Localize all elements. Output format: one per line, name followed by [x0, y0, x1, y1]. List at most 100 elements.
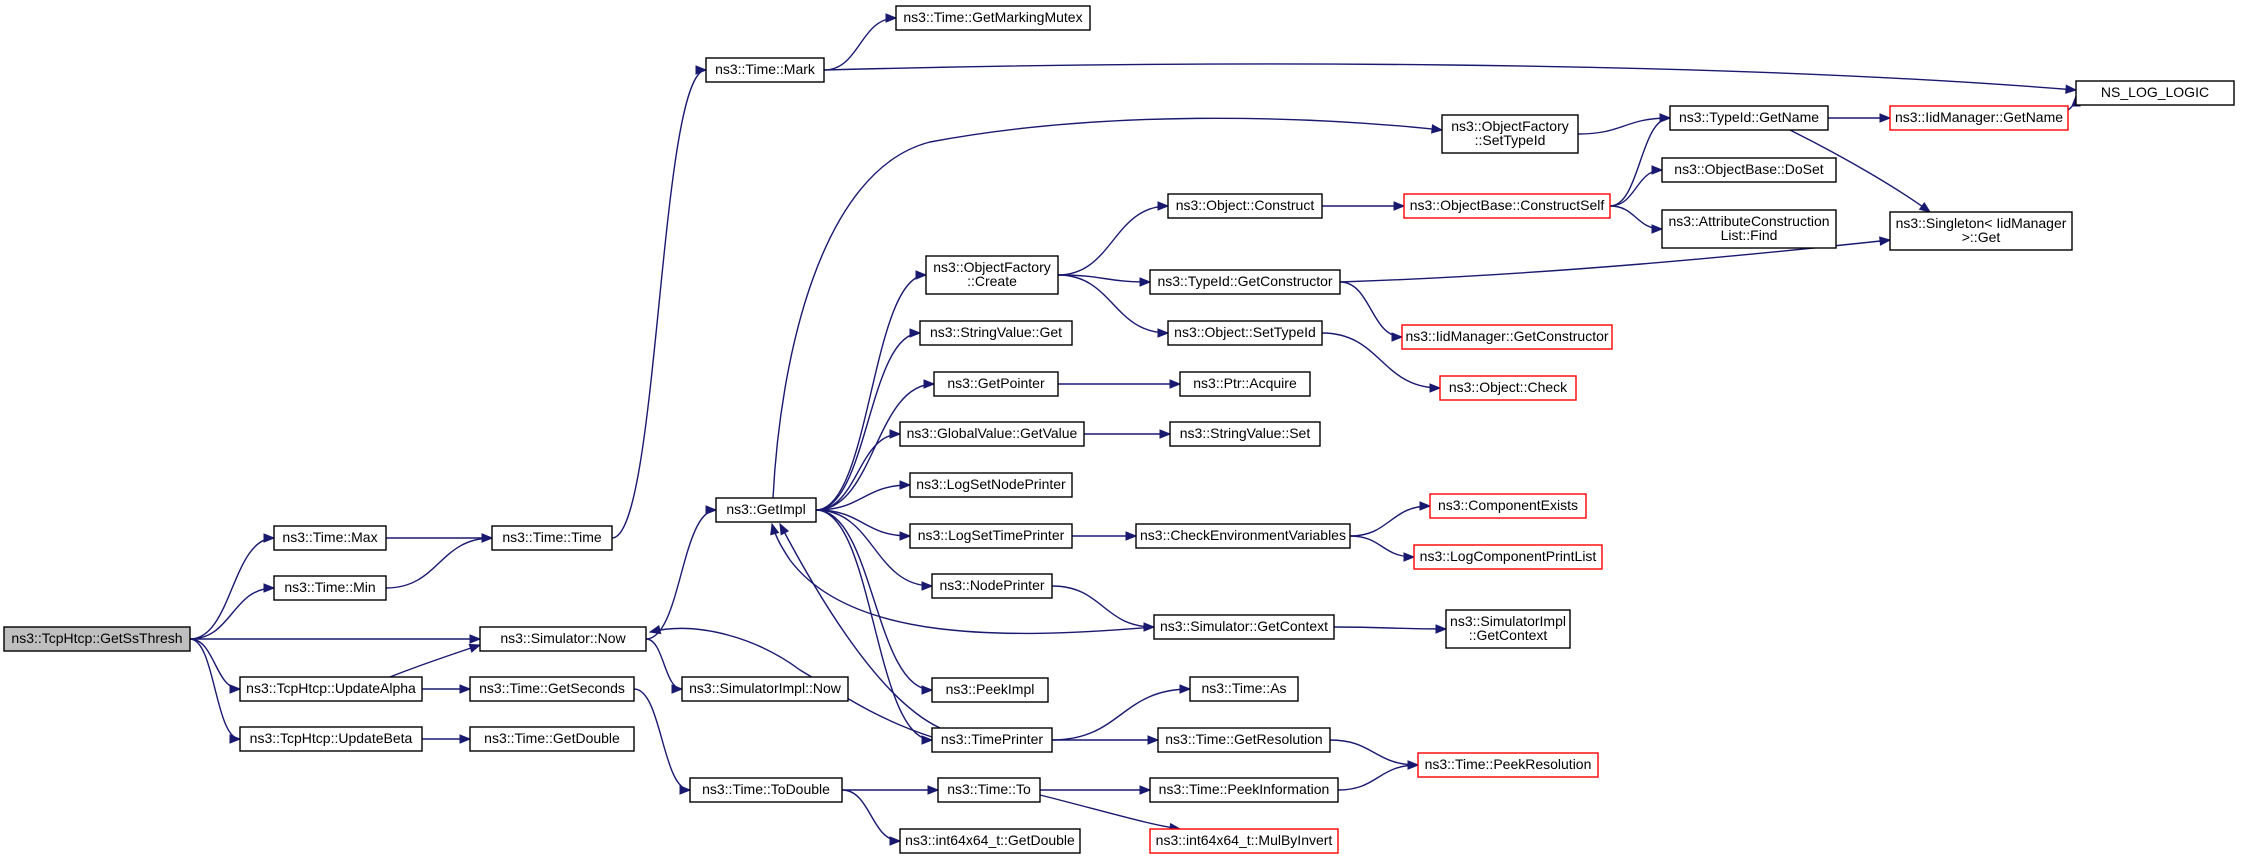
node-n19[interactable]: ns3::GetPointer [933, 371, 1059, 397]
node-n40[interactable]: ns3::Object::Check [1439, 375, 1577, 401]
node-box [3, 626, 191, 652]
node-n2[interactable]: ns3::Time::Min [273, 575, 387, 601]
node-n43[interactable]: ns3::SimulatorImpl::GetContext [1445, 609, 1571, 649]
node-label: ns3::Object::Check [1449, 379, 1568, 395]
node-n33[interactable]: ns3::Time::As [1189, 676, 1299, 702]
node-n23[interactable]: ns3::NodePrinter [931, 573, 1053, 599]
node-label: ::SetTypeId [1475, 132, 1546, 148]
node-label: ns3::NodePrinter [939, 577, 1044, 593]
node-n1[interactable]: ns3::Time::Max [273, 525, 387, 551]
node-n5[interactable]: ns3::TcpHtcp::UpdateBeta [239, 726, 423, 752]
node-label: >::Get [1962, 229, 2001, 245]
node-n6[interactable]: ns3::Time::Time [491, 525, 613, 551]
node-n17[interactable]: ns3::ObjectFactory::Create [925, 255, 1059, 295]
node-n12[interactable]: ns3::GetImpl [715, 497, 817, 523]
node-n35[interactable]: ns3::Time::PeekInformation [1149, 777, 1339, 803]
edge-n20-n30 [1084, 429, 1172, 439]
node-n4[interactable]: ns3::TcpHtcp::UpdateAlpha [239, 676, 423, 702]
node-box [909, 523, 1073, 549]
node-n13[interactable]: ns3::SimulatorImpl::Now [681, 676, 849, 702]
node-n24[interactable]: ns3::PeekImpl [931, 677, 1049, 703]
node-label: ns3::Time::GetMarkingMutex [903, 9, 1082, 25]
node-n34[interactable]: ns3::Time::GetResolution [1157, 727, 1331, 753]
node-box [925, 255, 1059, 295]
edge-n12-n17 [815, 270, 928, 511]
edge-arrowhead [889, 429, 902, 439]
node-n38[interactable]: ns3::ObjectBase::ConstructSelf [1403, 193, 1611, 219]
node-label: ns3::SimulatorImpl [1450, 613, 1566, 629]
node-n30[interactable]: ns3::StringValue::Set [1169, 421, 1321, 447]
edge-arrowhead [1157, 201, 1170, 211]
node-label: ns3::AttributeConstruction [1668, 213, 1829, 229]
node-n28[interactable]: ns3::Object::SetTypeId [1167, 320, 1323, 346]
edge-n25-n3 [648, 624, 933, 738]
node-n11[interactable]: NS_LOG_LOGIC [2075, 80, 2235, 106]
edge-arrowhead [1407, 760, 1420, 770]
edge-arrowhead [921, 685, 934, 695]
node-n29[interactable]: ns3::Ptr::Acquire [1179, 371, 1311, 397]
node-label: ns3::Time::As [1201, 680, 1286, 696]
edge-line [815, 332, 921, 511]
node-n14[interactable]: ns3::Time::ToDouble [689, 777, 843, 803]
edge-arrowhead [1879, 236, 1892, 246]
node-label: ::GetContext [1469, 627, 1548, 643]
node-label: List::Find [1721, 227, 1778, 243]
node-n16[interactable]: ns3::int64x64_t::GetDouble [899, 828, 1081, 854]
edge-arrowhead [705, 505, 718, 515]
node-n25[interactable]: ns3::TimePrinter [931, 727, 1053, 753]
edge-n12-n25 [815, 509, 934, 745]
node-label: ns3::GetImpl [726, 501, 805, 517]
node-n7[interactable]: ns3::Time::GetSeconds [469, 676, 635, 702]
node-n36[interactable]: ns3::int64x64_t::MulByInvert [1149, 828, 1339, 854]
node-n37[interactable]: ns3::ObjectFactory::SetTypeId [1441, 114, 1579, 154]
node-box [273, 575, 387, 601]
node-label: ns3::SimulatorImpl::Now [689, 680, 842, 696]
node-n42[interactable]: ns3::LogComponentPrintList [1413, 544, 1603, 570]
edge-n0-n4 [189, 638, 242, 694]
node-n8[interactable]: ns3::Time::GetDouble [469, 726, 635, 752]
edge-arrowhead [1403, 552, 1416, 562]
edge-arrowhead [1918, 201, 1932, 213]
node-label: ns3::Simulator::GetContext [1160, 618, 1328, 634]
node-n46[interactable]: ns3::ObjectBase::DoSet [1661, 157, 1837, 183]
edge-n35-n44 [1337, 760, 1420, 791]
edge-n6-n9 [611, 65, 708, 539]
node-n26[interactable]: ns3::Object::Construct [1167, 193, 1323, 219]
node-n39[interactable]: ns3::IidManager::GetConstructor [1401, 324, 1613, 350]
node-label: ns3::GlobalValue::GetValue [907, 425, 1078, 441]
node-box [705, 57, 825, 83]
node-n31[interactable]: ns3::CheckEnvironmentVariables [1135, 523, 1351, 549]
node-n49[interactable]: ns3::Singleton< IidManager >::Get [1889, 211, 2073, 251]
edge-arrowhead [263, 533, 276, 543]
node-box [1445, 609, 1571, 649]
node-n20[interactable]: ns3::GlobalValue::GetValue [899, 421, 1085, 447]
node-label: ns3::LogSetTimePrinter [918, 527, 1065, 543]
edge-n28-n40 [1321, 332, 1442, 393]
node-label: ns3::ObjectBase::ConstructSelf [1410, 197, 1605, 213]
node-n3[interactable]: ns3::Simulator::Now [479, 626, 647, 652]
node-label: ns3::LogComponentPrintList [1420, 548, 1597, 564]
edge-arrowhead [770, 522, 780, 536]
node-n15[interactable]: ns3::Time::To [937, 777, 1041, 803]
node-n9[interactable]: ns3::Time::Mark [705, 57, 825, 83]
node-n18[interactable]: ns3::StringValue::Get [919, 320, 1073, 346]
node-label: ns3::TcpHtcp::UpdateBeta [250, 730, 413, 746]
node-n45[interactable]: ns3::TypeId::GetName [1669, 105, 1829, 131]
node-n21[interactable]: ns3::LogSetNodePrinter [909, 472, 1073, 498]
edge-line [823, 63, 2077, 91]
node-n27[interactable]: ns3::TypeId::GetConstructor [1149, 269, 1341, 295]
edge-arrowhead [459, 684, 472, 694]
node-n44[interactable]: ns3::Time::PeekResolution [1417, 752, 1599, 778]
node-n41[interactable]: ns3::ComponentExists [1429, 493, 1587, 519]
edge-n22-n31 [1072, 531, 1138, 541]
node-n0[interactable]: ns3::TcpHtcp::GetSsThresh [3, 626, 191, 652]
node-box [469, 726, 635, 752]
node-n22[interactable]: ns3::LogSetTimePrinter [909, 523, 1073, 549]
node-n10[interactable]: ns3::Time::GetMarkingMutex [895, 5, 1091, 31]
node-box [1429, 493, 1587, 519]
node-n48[interactable]: ns3::IidManager::GetName [1889, 105, 2069, 131]
node-n32[interactable]: ns3::Simulator::GetContext [1153, 614, 1335, 640]
edge-line [841, 789, 901, 842]
